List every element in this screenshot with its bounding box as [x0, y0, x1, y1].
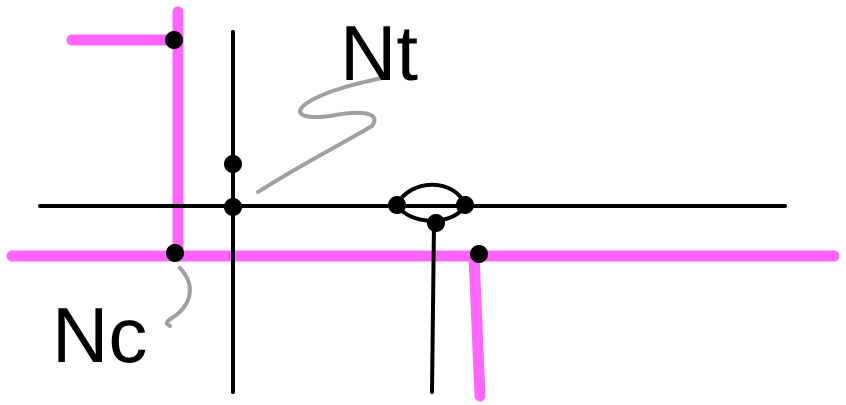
leader-lines — [164, 76, 384, 328]
nc-leader-line — [164, 266, 192, 328]
label-nt: Nt — [340, 9, 418, 97]
node-dot — [224, 155, 242, 173]
nt-leader-line — [256, 76, 384, 194]
black-loop-top — [395, 182, 467, 207]
magenta-vertical-right-line — [468, 250, 486, 402]
label-nc: Nc — [52, 291, 147, 379]
node-dot — [166, 244, 184, 262]
node-dot — [224, 198, 242, 216]
nodes — [165, 31, 488, 263]
magenta-network — [6, 6, 840, 402]
node-dot — [470, 245, 488, 263]
node-dot — [456, 196, 474, 214]
black-vertical-right-line — [430, 221, 436, 394]
node-dot — [165, 31, 183, 49]
node-dot — [388, 196, 406, 214]
node-dot — [427, 214, 445, 232]
